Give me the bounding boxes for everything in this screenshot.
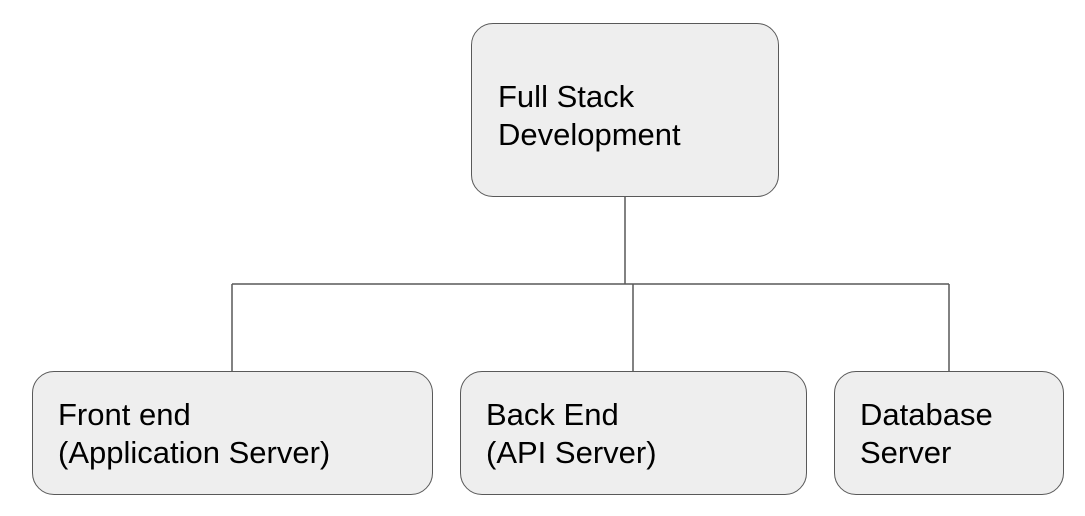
node-label-line-2: (Application Server) <box>58 435 331 470</box>
node-back-end: Back End (API Server) <box>460 371 807 495</box>
node-label-line-1: Back End <box>486 397 619 432</box>
node-label-line-1: Front end <box>58 397 191 432</box>
node-front-end: Front end (Application Server) <box>32 371 433 495</box>
node-label-line-1: Database <box>860 397 993 432</box>
node-label-line-2: Development <box>498 117 681 152</box>
node-label-line-1: Full Stack <box>498 79 635 114</box>
node-label-line-2: Server <box>860 435 952 470</box>
node-label-line-2: (API Server) <box>486 435 657 470</box>
node-full-stack-development: Full Stack Development <box>471 23 779 197</box>
node-database-server: Database Server <box>834 371 1064 495</box>
